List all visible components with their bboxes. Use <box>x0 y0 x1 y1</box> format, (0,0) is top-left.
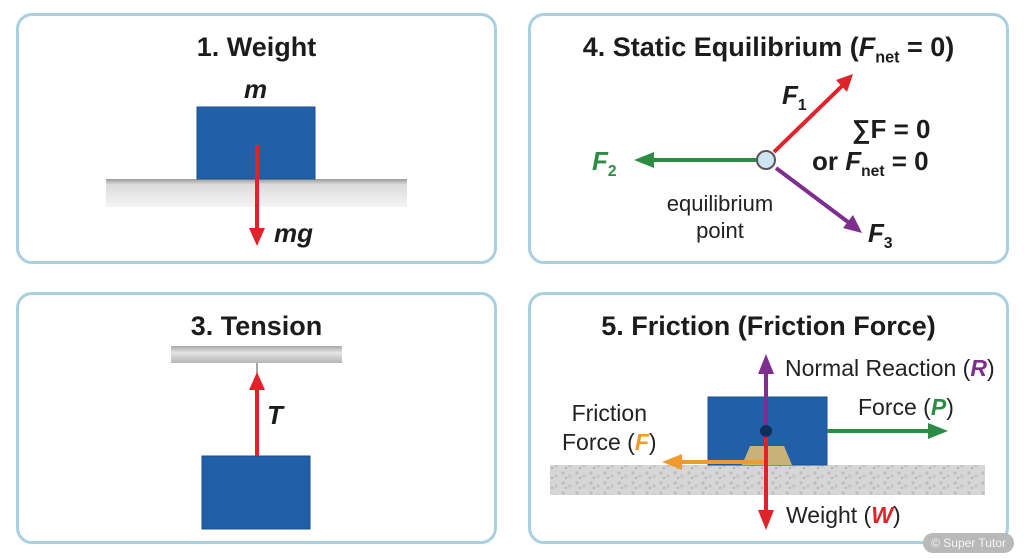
panel-title: 5. Friction (Friction Force) <box>601 311 936 341</box>
panel-title: 1. Weight <box>196 32 317 62</box>
center-of-mass <box>760 425 772 437</box>
hanging-block <box>201 455 311 530</box>
equation-sum: ∑F = 0 <box>852 114 931 144</box>
f1-label: F1 <box>782 80 807 115</box>
f3-arrow <box>774 166 850 224</box>
f2-label: F2 <box>592 146 617 181</box>
panel-title: 3. Tension <box>190 311 323 341</box>
equation-net: or Fnet = 0 <box>812 146 929 181</box>
applied-force-label: Force (P) <box>858 394 954 420</box>
ceiling-rod <box>171 346 342 363</box>
f1-arrow <box>772 84 844 154</box>
weight-label: Weight (W) <box>786 502 901 528</box>
watermark: © Super Tutor <box>923 533 1014 553</box>
weight-force-label: mg <box>274 218 313 248</box>
f3-label: F3 <box>868 218 893 253</box>
panel-static-equilibrium: 4. Static Equilibrium (Fnet = 0) <box>528 13 1009 264</box>
normal-reaction-label: Normal Reaction (R) <box>785 355 995 381</box>
panel-title: 4. Static Equilibrium (Fnet = 0) <box>582 32 955 67</box>
mass-label: m <box>244 74 268 104</box>
tension-force-label: T <box>267 400 283 430</box>
equilibrium-point <box>756 150 776 170</box>
panel-friction: 5. Friction (Friction Force) <box>528 292 1009 544</box>
friction-force-label: Friction Force (F) <box>562 400 657 455</box>
